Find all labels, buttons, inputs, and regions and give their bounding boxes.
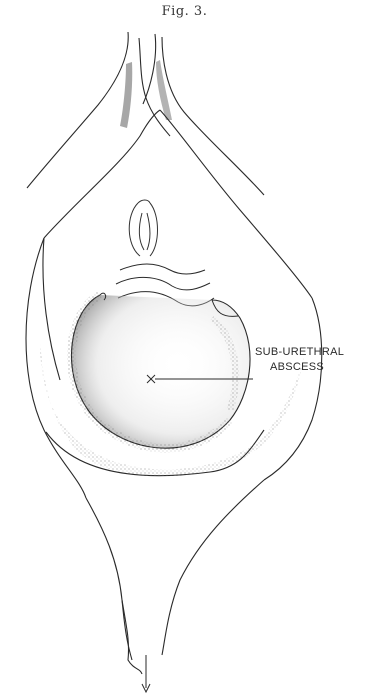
down-arrow-icon <box>142 655 150 692</box>
urethral-meatus <box>129 200 157 256</box>
upper-fold-shading <box>120 60 172 128</box>
upper-fold-lines <box>27 32 264 195</box>
lower-tube <box>86 480 264 674</box>
abscess-mass <box>71 293 250 448</box>
annotation-line-1: SUB-URETHRAL <box>255 346 344 358</box>
annotation-line-2: ABSCESS <box>270 361 324 373</box>
